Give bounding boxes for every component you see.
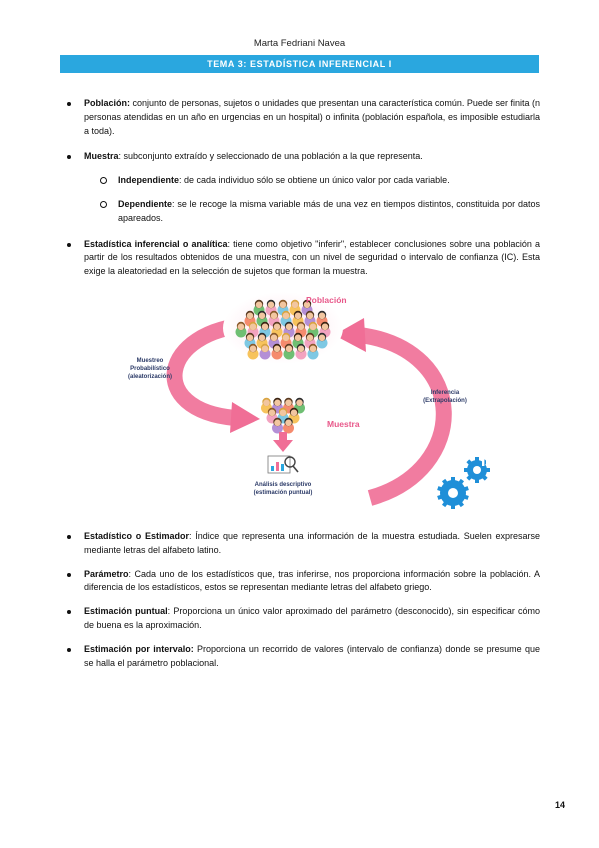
inference-diagram: Población Muestra Muestreo Probabilístic… <box>128 292 490 509</box>
bullet-muestra: Muestra: subconjunto extraído y seleccio… <box>66 150 540 164</box>
sub-independiente: Independiente: de cada individuo sólo se… <box>66 174 540 188</box>
page-number: 14 <box>555 800 566 810</box>
term-estimacion-puntual: Estimación puntual <box>84 606 168 617</box>
down-arrow-shaft <box>279 432 287 442</box>
inference-arrow <box>358 327 452 506</box>
label-muestreo-3: (aleatorización) <box>128 374 172 380</box>
def-muestra: : subconjunto extraído y seleccionado de… <box>118 151 423 162</box>
gears-icon <box>437 456 490 509</box>
term-parametro: Parámetro <box>84 568 129 579</box>
label-muestra: Muestra <box>327 419 360 429</box>
def-dependiente: : se le recoge la misma variable más de … <box>118 198 540 223</box>
bullet-parametro: Parámetro: Cada uno de los estadísticos … <box>66 568 540 596</box>
def-estadistico: : Índice que representa una información … <box>84 531 540 555</box>
def-estimacion-puntual: : Proporciona un único valor aproximado … <box>84 606 541 630</box>
def-parametro: : Cada uno de los estadísticos que, tras… <box>84 568 540 593</box>
sample-crowd-icon <box>261 397 305 434</box>
circle-bullet-icon <box>100 200 107 208</box>
label-inferencia-2: (Extrapolación) <box>423 398 467 404</box>
term-dependiente: Dependiente <box>118 198 173 209</box>
down-arrow-icon <box>273 440 293 452</box>
term-muestra: Muestra <box>84 151 119 162</box>
sampling-arrow-head <box>230 402 260 433</box>
def-independiente: : de cada individuo sólo se obtiene un ú… <box>179 175 450 186</box>
bullet-inferencial: Estadística inferencial o analítica: tie… <box>66 238 540 279</box>
def-poblacion: conjunto de personas, sujetos o unidades… <box>84 98 540 136</box>
def-estimacion-intervalo: Proporciona un recorrido de valores (int… <box>84 643 540 668</box>
bullet-estimacion-intervalo: Estimación por intervalo: Proporciona un… <box>66 643 540 671</box>
sampling-arrow <box>166 317 258 426</box>
label-analisis-1: Análisis descriptivo <box>255 482 312 488</box>
bullet-poblacion: Población: conjunto de personas, sujetos… <box>66 97 540 138</box>
label-muestreo-1: Muestreo <box>137 358 164 364</box>
term-inferencial: Estadística inferencial o analítica <box>84 238 228 249</box>
author-name: Marta Fedriani Navea <box>253 38 346 49</box>
definitions-top: Población: conjunto de personas, sujetos… <box>66 97 540 279</box>
term-poblacion: Población: <box>84 98 131 108</box>
term-estimacion-intervalo: Estimación por intervalo: <box>84 643 194 654</box>
label-poblacion: Población <box>306 295 347 305</box>
inference-arrow-head <box>334 318 366 352</box>
term-independiente: Independiente <box>118 175 180 186</box>
label-muestreo-2: Probabilístico <box>130 366 170 372</box>
def-inferencial: : tiene como objetivo "inferir", estable… <box>84 238 540 277</box>
label-inferencia-1: Inferencia <box>431 390 460 396</box>
analysis-chart-icon <box>267 455 299 474</box>
label-analisis-2: (estimación puntual) <box>254 490 313 496</box>
bullet-estimacion-puntual: Estimación puntual: Proporciona un único… <box>66 605 540 633</box>
definitions-bottom: Estadístico o Estimador: Índice que repr… <box>66 530 540 670</box>
circle-bullet-icon <box>100 177 107 185</box>
term-estadistico: Estadístico o Estimador <box>84 531 190 541</box>
topic-banner: TEMA 3: ESTADÍSTICA INFERENCIAL I <box>60 55 539 73</box>
sub-dependiente: Dependiente: se le recoge la misma varia… <box>66 198 540 226</box>
bullet-estadistico: Estadístico o Estimador: Índice que repr… <box>66 530 540 558</box>
population-crowd-icon <box>223 292 343 364</box>
